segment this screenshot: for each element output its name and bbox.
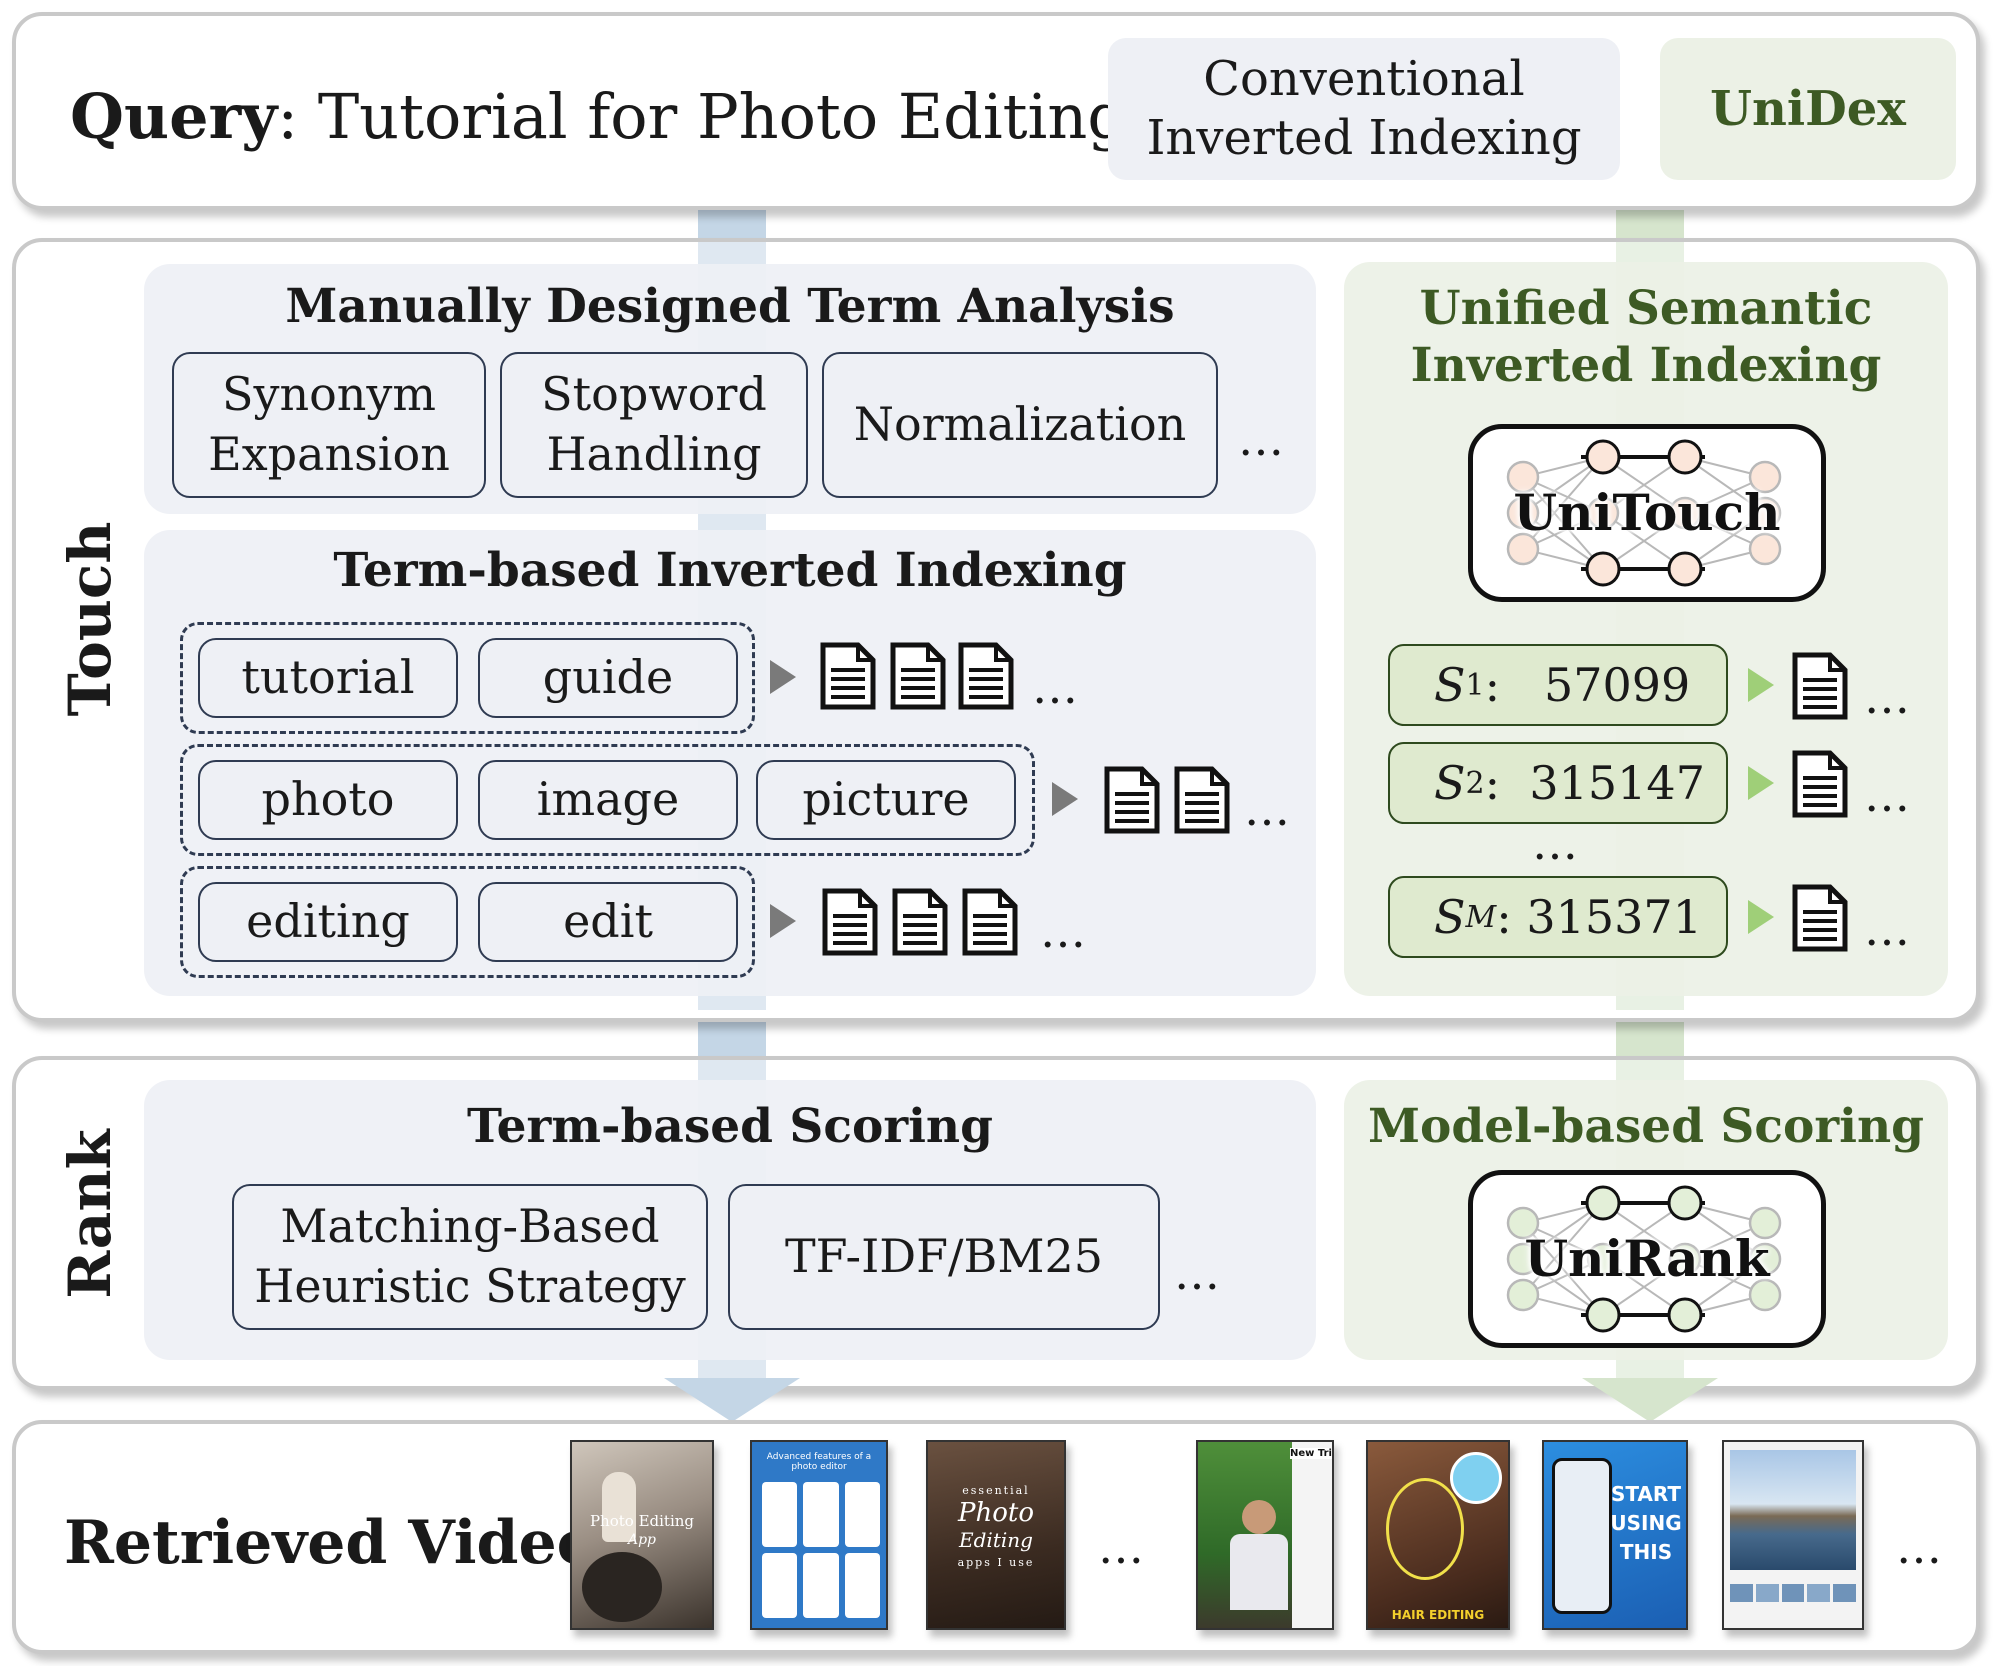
- posting-arrow-3: [770, 904, 796, 938]
- term-picture: picture: [756, 760, 1016, 840]
- semantic-id-subscript: 2: [1465, 765, 1485, 801]
- document-icon: [820, 642, 876, 710]
- model-scoring-title: Model-based Scoring: [1368, 1099, 1924, 1154]
- term-group-2: [180, 744, 1035, 856]
- document-icon: [892, 888, 948, 956]
- neural-network-icon: [1506, 1185, 1782, 1333]
- video-thumbnail[interactable]: [1722, 1440, 1864, 1630]
- rank-section-label: Rank: [56, 1129, 124, 1299]
- conventional-indexing-header: Conventional Inverted Indexing: [1108, 38, 1620, 180]
- synonym-expansion-box: Synonym Expansion: [172, 352, 486, 498]
- term-edit: edit: [478, 882, 738, 962]
- posting-arrow-2: [1052, 782, 1078, 816]
- video-thumbnail[interactable]: essential Photo Editing apps I use: [926, 1440, 1066, 1630]
- document-icon: [890, 642, 946, 710]
- unidex-header: UniDex: [1660, 38, 1956, 180]
- semantic-id-value: 315147: [1529, 756, 1705, 810]
- semantic-id-value: 57099: [1543, 658, 1691, 712]
- term-image: image: [478, 760, 738, 840]
- semantic-indexing-title: Unified Semantic Inverted Indexing: [1410, 281, 1882, 394]
- document-icon: [1104, 766, 1160, 834]
- semantic-id-subscript: M: [1465, 899, 1497, 935]
- retrieved-videos-label: Retrieved Videos:: [64, 1508, 651, 1578]
- matching-heuristic-box: Matching-Based Heuristic Strategy: [232, 1184, 708, 1330]
- conventional-flow-arrowhead: [664, 1378, 800, 1422]
- posting-ellipsis-2: …: [1244, 782, 1294, 836]
- query-panel: [12, 12, 1980, 210]
- semantic-mid-ellipsis: …: [1532, 816, 1582, 870]
- posting-ellipsis-3: …: [1040, 904, 1090, 958]
- document-icon: [1174, 766, 1230, 834]
- document-icon: [1792, 750, 1848, 818]
- unidex-flow-arrowhead: [1582, 1378, 1718, 1422]
- video-thumbnail[interactable]: Photo Editing App: [570, 1440, 714, 1630]
- normalization-box: Normalization: [822, 352, 1218, 498]
- posting-ellipsis-1: …: [1032, 660, 1082, 714]
- semantic-ellipsis-m: …: [1864, 902, 1914, 956]
- semantic-ellipsis-2: …: [1864, 768, 1914, 822]
- posting-arrow-1: [770, 660, 796, 694]
- unirank-model: UniRank: [1468, 1170, 1826, 1348]
- semantic-arrow-1: [1748, 668, 1774, 702]
- term-tutorial: tutorial: [198, 638, 458, 718]
- semantic-arrow-m: [1748, 900, 1774, 934]
- term-guide: guide: [478, 638, 738, 718]
- unitouch-model: UniTouch: [1468, 424, 1826, 602]
- semantic-ellipsis-1: …: [1864, 670, 1914, 724]
- semantic-indexing-panel: [1344, 262, 1948, 996]
- video-thumbnail[interactable]: New Tri: [1196, 1440, 1334, 1630]
- query-label: Query: [70, 80, 278, 153]
- term-scoring-ellipsis: …: [1174, 1246, 1224, 1300]
- stopword-handling-box: Stopword Handling: [500, 352, 808, 498]
- semantic-id-symbol: S: [1434, 890, 1466, 944]
- semantic-id-symbol: S: [1434, 756, 1466, 810]
- document-icon: [962, 888, 1018, 956]
- document-icon: [1792, 652, 1848, 720]
- term-group-1: [180, 622, 755, 734]
- unitouch-label: UniTouch: [1513, 483, 1781, 542]
- term-analysis-title: Manually Designed Term Analysis: [285, 279, 1175, 334]
- term-editing: editing: [198, 882, 458, 962]
- document-icon: [822, 888, 878, 956]
- document-icon: [1792, 884, 1848, 952]
- query-text: Query: Tutorial for Photo Editing: [70, 80, 1127, 153]
- term-group-3: [180, 866, 755, 978]
- semantic-arrow-2: [1748, 766, 1774, 800]
- semantic-id-symbol: S: [1434, 658, 1466, 712]
- unirank-label: UniRank: [1524, 1229, 1770, 1288]
- video-thumbnail[interactable]: START USING THIS: [1542, 1440, 1688, 1630]
- document-icon: [958, 642, 1014, 710]
- term-scoring-title: Term-based Scoring: [467, 1099, 993, 1154]
- semantic-id-subscript: 1: [1465, 667, 1485, 703]
- neural-network-icon: [1506, 439, 1782, 587]
- query-value: : Tutorial for Photo Editing: [277, 80, 1128, 153]
- term-photo: photo: [198, 760, 458, 840]
- semantic-id-value: 315371: [1526, 890, 1702, 944]
- term-analysis-ellipsis: …: [1238, 412, 1288, 466]
- inverted-indexing-title: Term-based Inverted Indexing: [333, 543, 1127, 598]
- touch-section-label: Touch: [56, 521, 124, 717]
- video-thumbnail[interactable]: Advanced features of a photo editor: [750, 1440, 888, 1630]
- retrieved-left-ellipsis: …: [1098, 1520, 1148, 1574]
- retrieved-right-ellipsis: …: [1896, 1520, 1946, 1574]
- tfidf-bm25-box: TF-IDF/BM25: [728, 1184, 1160, 1330]
- video-thumbnail[interactable]: HAIR EDITING: [1366, 1440, 1510, 1630]
